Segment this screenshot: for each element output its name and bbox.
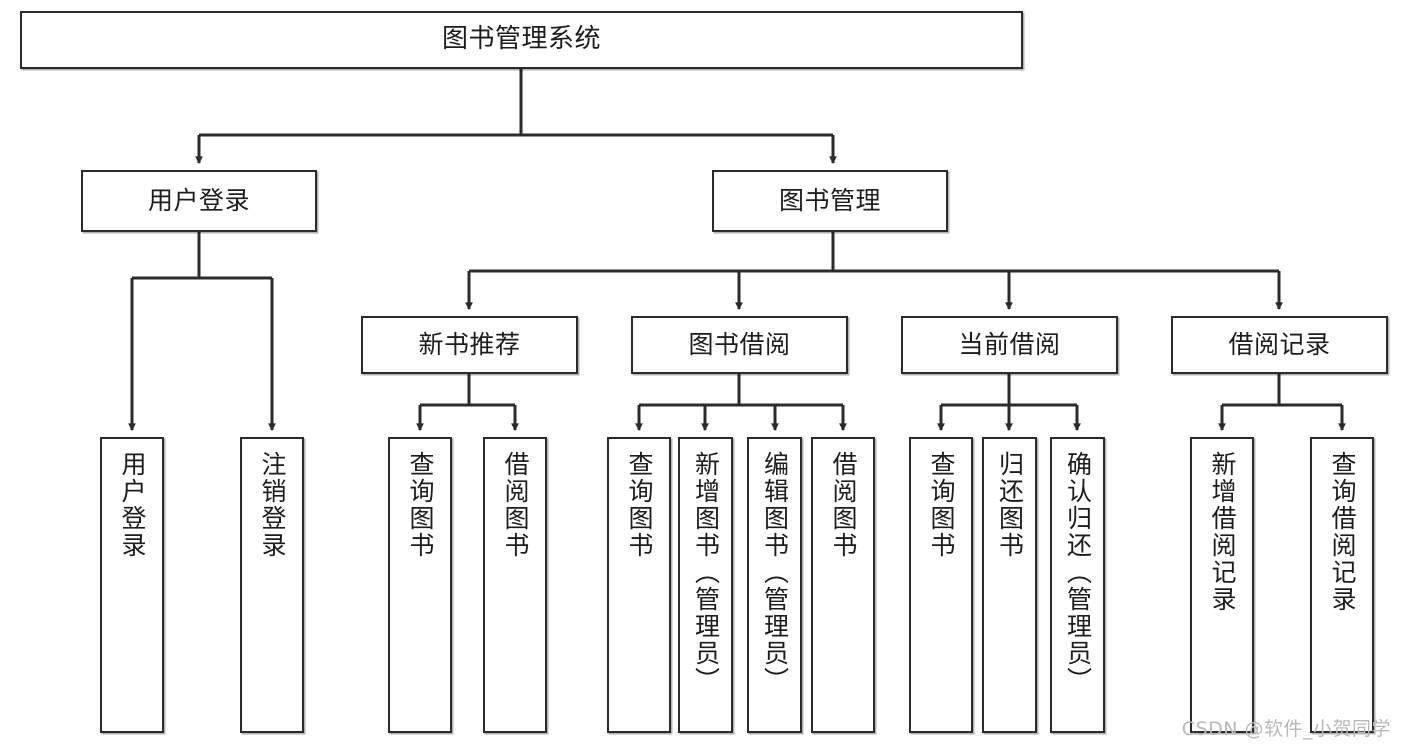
leaf-return-book[interactable]: 归还图书 (982, 437, 1037, 733)
node-book-borrow[interactable]: 图书借阅 (631, 316, 848, 374)
node-label: 借阅图书 (501, 451, 530, 559)
node-label: 借阅图书 (829, 451, 858, 559)
node-current-borrow[interactable]: 当前借阅 (901, 316, 1118, 374)
node-borrow-record[interactable]: 借阅记录 (1171, 316, 1388, 374)
leaf-logout[interactable]: 注销登录 (240, 437, 304, 733)
node-label: 图书管理系统 (441, 24, 601, 55)
node-label: 编辑图书（管理员） (760, 451, 790, 694)
node-label: 新增借阅记录 (1208, 451, 1237, 613)
node-book-management[interactable]: 图书管理 (712, 170, 948, 232)
leaf-query-book-current[interactable]: 查询图书 (909, 437, 973, 733)
leaf-query-borrow-record[interactable]: 查询借阅记录 (1310, 437, 1374, 733)
node-label: 图书管理 (778, 185, 881, 215)
leaf-query-book-recommend[interactable]: 查询图书 (388, 437, 452, 733)
node-label: 查询图书 (927, 451, 956, 559)
leaf-borrow-book-borrow[interactable]: 借阅图书 (811, 437, 875, 733)
node-label: 归还图书 (995, 451, 1025, 559)
node-user-login[interactable]: 用户登录 (81, 170, 317, 232)
node-label: 图书借阅 (688, 329, 791, 359)
node-label: 查询图书 (625, 451, 654, 559)
node-label: 用户登录 (147, 185, 250, 215)
node-label: 用户登录 (118, 451, 147, 559)
node-label: 确认归还（管理员） (1063, 451, 1093, 694)
watermark-text: CSDN @软件_小贺同学 (1181, 718, 1391, 740)
leaf-confirm-return[interactable]: 确认归还（管理员） (1050, 437, 1105, 733)
node-root-system[interactable]: 图书管理系统 (20, 11, 1023, 69)
leaf-add-book[interactable]: 新增图书（管理员） (678, 437, 733, 733)
leaf-user-login[interactable]: 用户登录 (100, 437, 164, 733)
node-label: 查询图书 (406, 451, 435, 559)
node-new-book-recommend[interactable]: 新书推荐 (361, 316, 578, 374)
node-label: 查询借阅记录 (1328, 451, 1357, 613)
node-label: 当前借阅 (958, 329, 1061, 359)
node-label: 新书推荐 (418, 329, 521, 359)
leaf-add-borrow-record[interactable]: 新增借阅记录 (1190, 437, 1254, 733)
node-label: 注销登录 (258, 451, 287, 559)
leaf-query-book-borrow[interactable]: 查询图书 (607, 437, 671, 733)
node-label: 新增图书（管理员） (691, 451, 721, 694)
leaf-borrow-book-recommend[interactable]: 借阅图书 (483, 437, 547, 733)
node-label: 借阅记录 (1228, 329, 1331, 359)
leaf-edit-book[interactable]: 编辑图书（管理员） (747, 437, 802, 733)
